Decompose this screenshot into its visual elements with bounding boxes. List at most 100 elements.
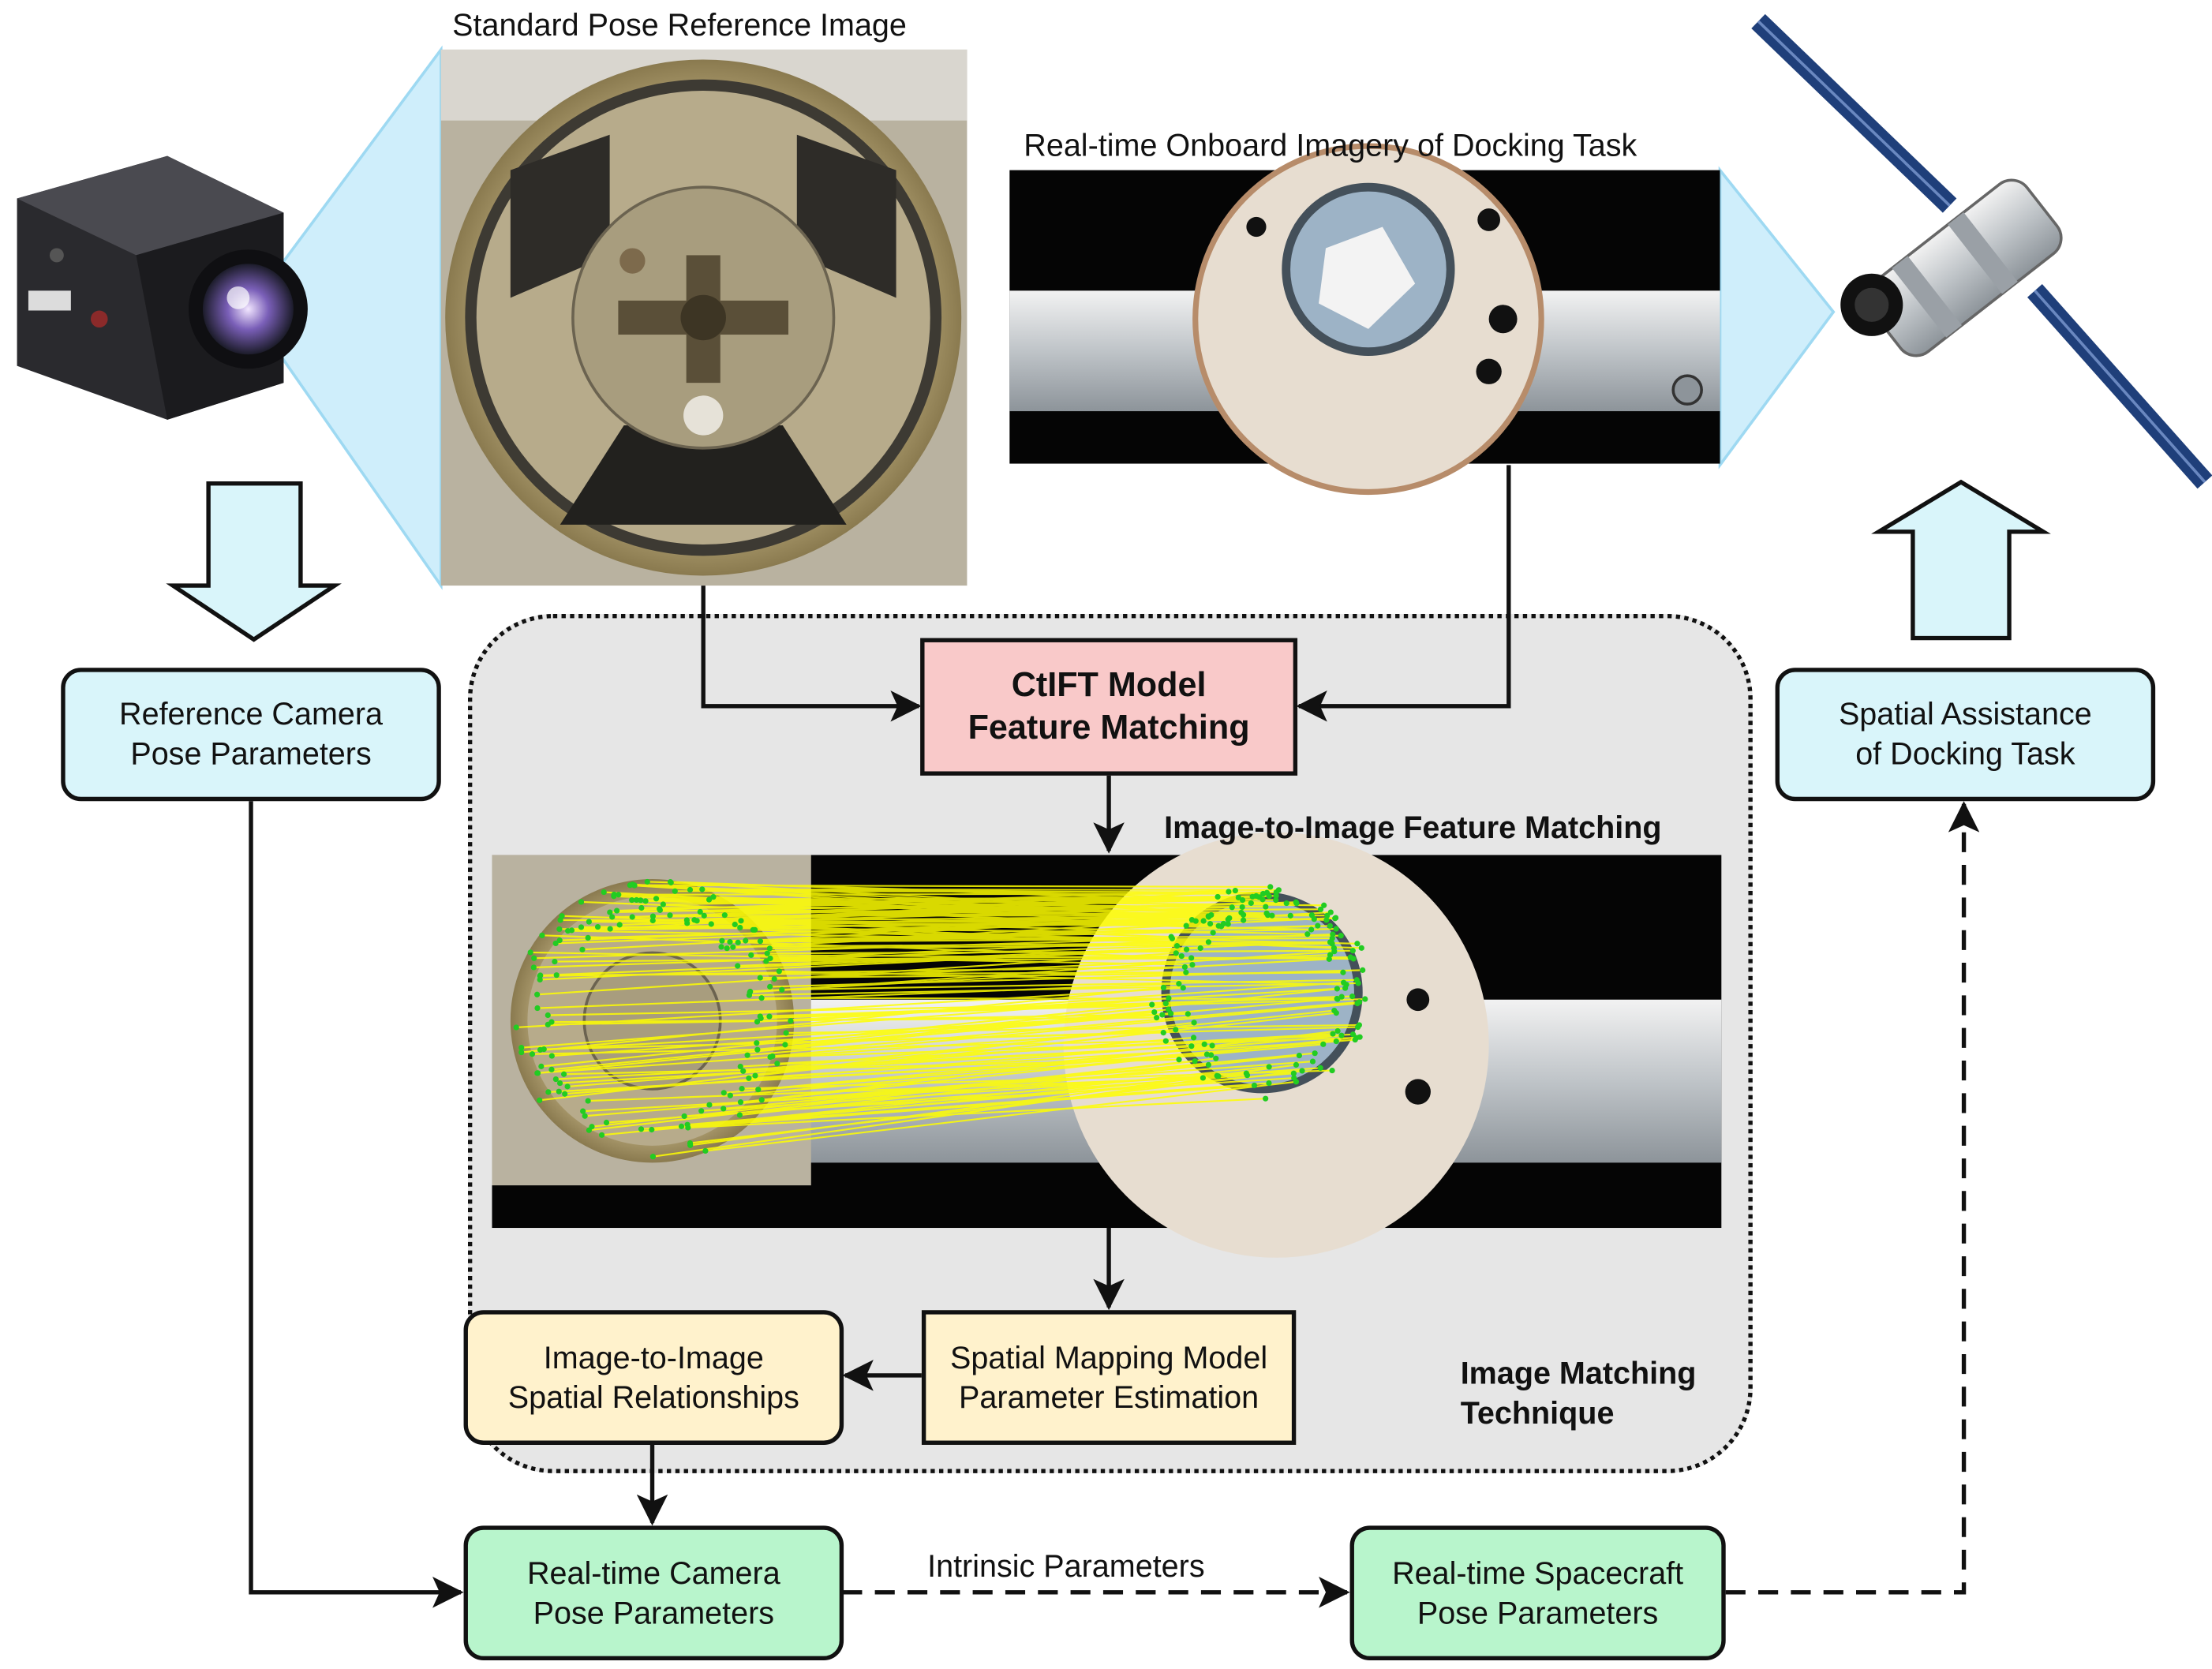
keypoint	[629, 881, 636, 888]
keypoint	[1333, 1038, 1339, 1045]
match-line	[533, 945, 1177, 969]
keypoint	[1207, 921, 1214, 927]
keypoint	[598, 1132, 605, 1138]
keypoint	[1334, 1027, 1341, 1035]
keypoint	[556, 1088, 562, 1095]
match-line	[532, 1040, 1166, 1055]
keypoint	[1183, 922, 1189, 929]
keypoint	[1331, 1007, 1338, 1014]
match-line	[647, 881, 1263, 900]
keypoint	[638, 897, 644, 904]
keypoint	[1168, 1010, 1174, 1016]
keypoint	[614, 907, 620, 914]
keypoint	[534, 1005, 541, 1012]
keypoint	[642, 898, 649, 904]
keypoint	[720, 1106, 727, 1112]
keypoint	[513, 1024, 519, 1031]
keypoint	[1249, 893, 1256, 900]
keypoint	[1241, 917, 1247, 923]
keypoint	[1263, 1095, 1269, 1102]
keypoint	[1304, 931, 1311, 937]
spatial-relationships-line2: Spatial Relationships	[507, 1379, 799, 1415]
keypoint	[1334, 986, 1340, 992]
keypoint	[701, 912, 707, 919]
match-line	[530, 951, 1192, 966]
keypoint	[1327, 952, 1334, 958]
keypoint	[724, 945, 730, 952]
reference-pose-to-camera-pose-arrow	[249, 801, 464, 1608]
match-line	[659, 895, 1277, 910]
keypoint	[755, 1087, 762, 1093]
keypoint	[1244, 1072, 1251, 1079]
match-line	[612, 911, 1241, 919]
keypoint	[607, 909, 613, 915]
spatial-relationships-line1: Image-to-Image	[543, 1339, 764, 1375]
keypoint	[1215, 922, 1222, 929]
keypoint	[684, 1121, 691, 1128]
keypoint	[1299, 1068, 1305, 1074]
keypoint	[702, 1147, 709, 1154]
match-line	[651, 1084, 1255, 1131]
keypoint	[1185, 1011, 1191, 1017]
keypoint	[766, 945, 773, 952]
keypoint	[638, 1126, 645, 1132]
keypoint	[538, 1063, 545, 1069]
keypoint	[565, 928, 571, 934]
keypoint	[1273, 897, 1279, 904]
keypoint	[562, 1091, 568, 1097]
keypoint	[737, 924, 743, 931]
keypoint	[1349, 994, 1356, 1000]
keypoint	[754, 1046, 761, 1053]
spacecraft-pose-line1: Real-time Spacecraft	[1392, 1555, 1684, 1591]
keypoint	[518, 1049, 525, 1056]
keypoint	[1191, 1020, 1197, 1026]
keypoint	[557, 917, 563, 923]
keypoint	[1232, 887, 1238, 894]
keypoint	[649, 1154, 657, 1160]
keypoint	[1320, 1041, 1327, 1047]
keypoint	[582, 1113, 588, 1119]
keypoint	[1329, 1067, 1335, 1074]
keypoint	[767, 983, 773, 990]
keypoint	[706, 896, 713, 903]
keypoint	[1323, 917, 1330, 923]
keypoint	[638, 904, 645, 911]
feature-matching-title: Image-to-Image Feature Matching	[1164, 809, 1662, 845]
keypoint	[1349, 948, 1356, 954]
keypoint	[779, 986, 785, 993]
keypoint	[603, 1119, 610, 1126]
spatial-mapping-line1: Spatial Mapping Model	[950, 1339, 1268, 1375]
keypoint	[740, 1068, 747, 1074]
realtime-projection	[1718, 166, 1836, 470]
keypoint	[1178, 952, 1185, 960]
match-line	[777, 1033, 1353, 1065]
realtime-to-ctift-arrow	[1296, 465, 1511, 722]
keypoint	[767, 955, 773, 962]
match-line	[516, 986, 1184, 1029]
keypoint	[747, 988, 754, 995]
keypoint	[556, 1080, 563, 1087]
keypoint	[1291, 1075, 1297, 1081]
keypoint	[1220, 920, 1227, 927]
match-line	[548, 1053, 1207, 1093]
keypoint	[1183, 946, 1190, 952]
keypoint	[1259, 896, 1266, 903]
match-line	[687, 1098, 1266, 1129]
match-line	[589, 1060, 1196, 1132]
keypoint	[1312, 1050, 1318, 1057]
keypoint	[788, 1018, 794, 1024]
keypoint	[649, 1126, 655, 1133]
keypoint	[1197, 945, 1203, 952]
keypoint	[548, 1053, 555, 1059]
keypoint	[678, 1123, 685, 1129]
keypoint	[1215, 893, 1221, 900]
keypoint	[552, 1076, 559, 1083]
keypoint	[607, 926, 613, 932]
keypoint	[537, 1046, 544, 1053]
keypoint	[1162, 1001, 1169, 1007]
reference-image-caption: Standard Pose Reference Image	[452, 6, 907, 43]
match-line	[537, 982, 1179, 1009]
match-line	[690, 1069, 1303, 1144]
keypoint	[732, 921, 738, 928]
